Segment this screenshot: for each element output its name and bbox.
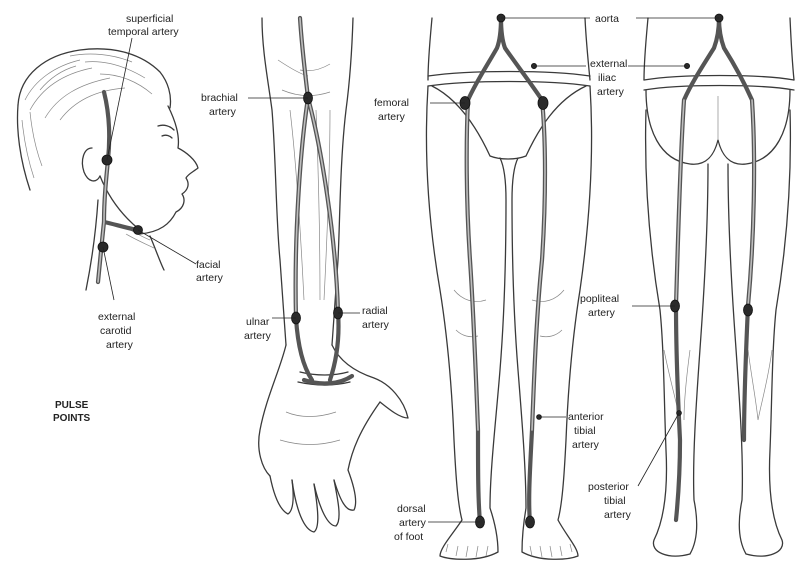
popliteal-label: popliteal xyxy=(580,293,619,305)
ulnar-label: ulnar xyxy=(246,316,270,328)
posterior-tibial-label: posterior xyxy=(588,481,629,493)
posterior-tibial-label-3: artery xyxy=(604,509,632,521)
front-legs-figure xyxy=(427,14,592,559)
brachial-label: brachial xyxy=(201,92,238,104)
anterior-tibial-label-2: tibial xyxy=(574,425,596,437)
femoral-label: femoral xyxy=(374,97,409,109)
head-figure xyxy=(18,49,199,290)
arm-figure xyxy=(259,18,408,532)
popliteal-pulse-point-right xyxy=(744,304,753,316)
dorsal-label-2: artery xyxy=(399,517,427,529)
aorta-label: aorta xyxy=(595,13,619,25)
external-iliac-label-2: iliac xyxy=(598,72,616,84)
popliteal-label-2: artery xyxy=(588,307,616,319)
facial-label: facial xyxy=(196,259,221,271)
superficial-temporal-label-2: temporal artery xyxy=(108,26,179,38)
dorsal-foot-pulse-point-right xyxy=(526,516,535,528)
dorsal-label-3: of foot xyxy=(394,531,423,543)
title-pulse: PULSE xyxy=(55,400,89,411)
external-iliac-label: external xyxy=(590,58,627,70)
brachial-label-2: artery xyxy=(209,106,237,118)
external-carotid-label-2: carotid xyxy=(100,325,132,337)
femoral-label-2: artery xyxy=(378,111,406,123)
posterior-tibial-label-2: tibial xyxy=(604,495,626,507)
facial-label-2: artery xyxy=(196,272,224,284)
external-iliac-label-3: artery xyxy=(597,86,625,98)
anterior-tibial-label-3: artery xyxy=(572,439,600,451)
anterior-tibial-label: anterior xyxy=(568,411,604,423)
title-points: POINTS xyxy=(53,413,91,424)
superficial-temporal-label: superficial xyxy=(126,13,173,25)
radial-label-2: artery xyxy=(362,319,390,331)
femoral-pulse-point-right xyxy=(538,97,548,110)
labels: superficial temporal artery facial arter… xyxy=(53,13,632,543)
ulnar-label-2: artery xyxy=(244,330,272,342)
external-carotid-label: external xyxy=(98,311,135,323)
radial-label: radial xyxy=(362,305,388,317)
external-carotid-label-3: artery xyxy=(106,339,134,351)
dorsal-label: dorsal xyxy=(397,503,426,515)
back-legs-figure xyxy=(644,14,794,556)
